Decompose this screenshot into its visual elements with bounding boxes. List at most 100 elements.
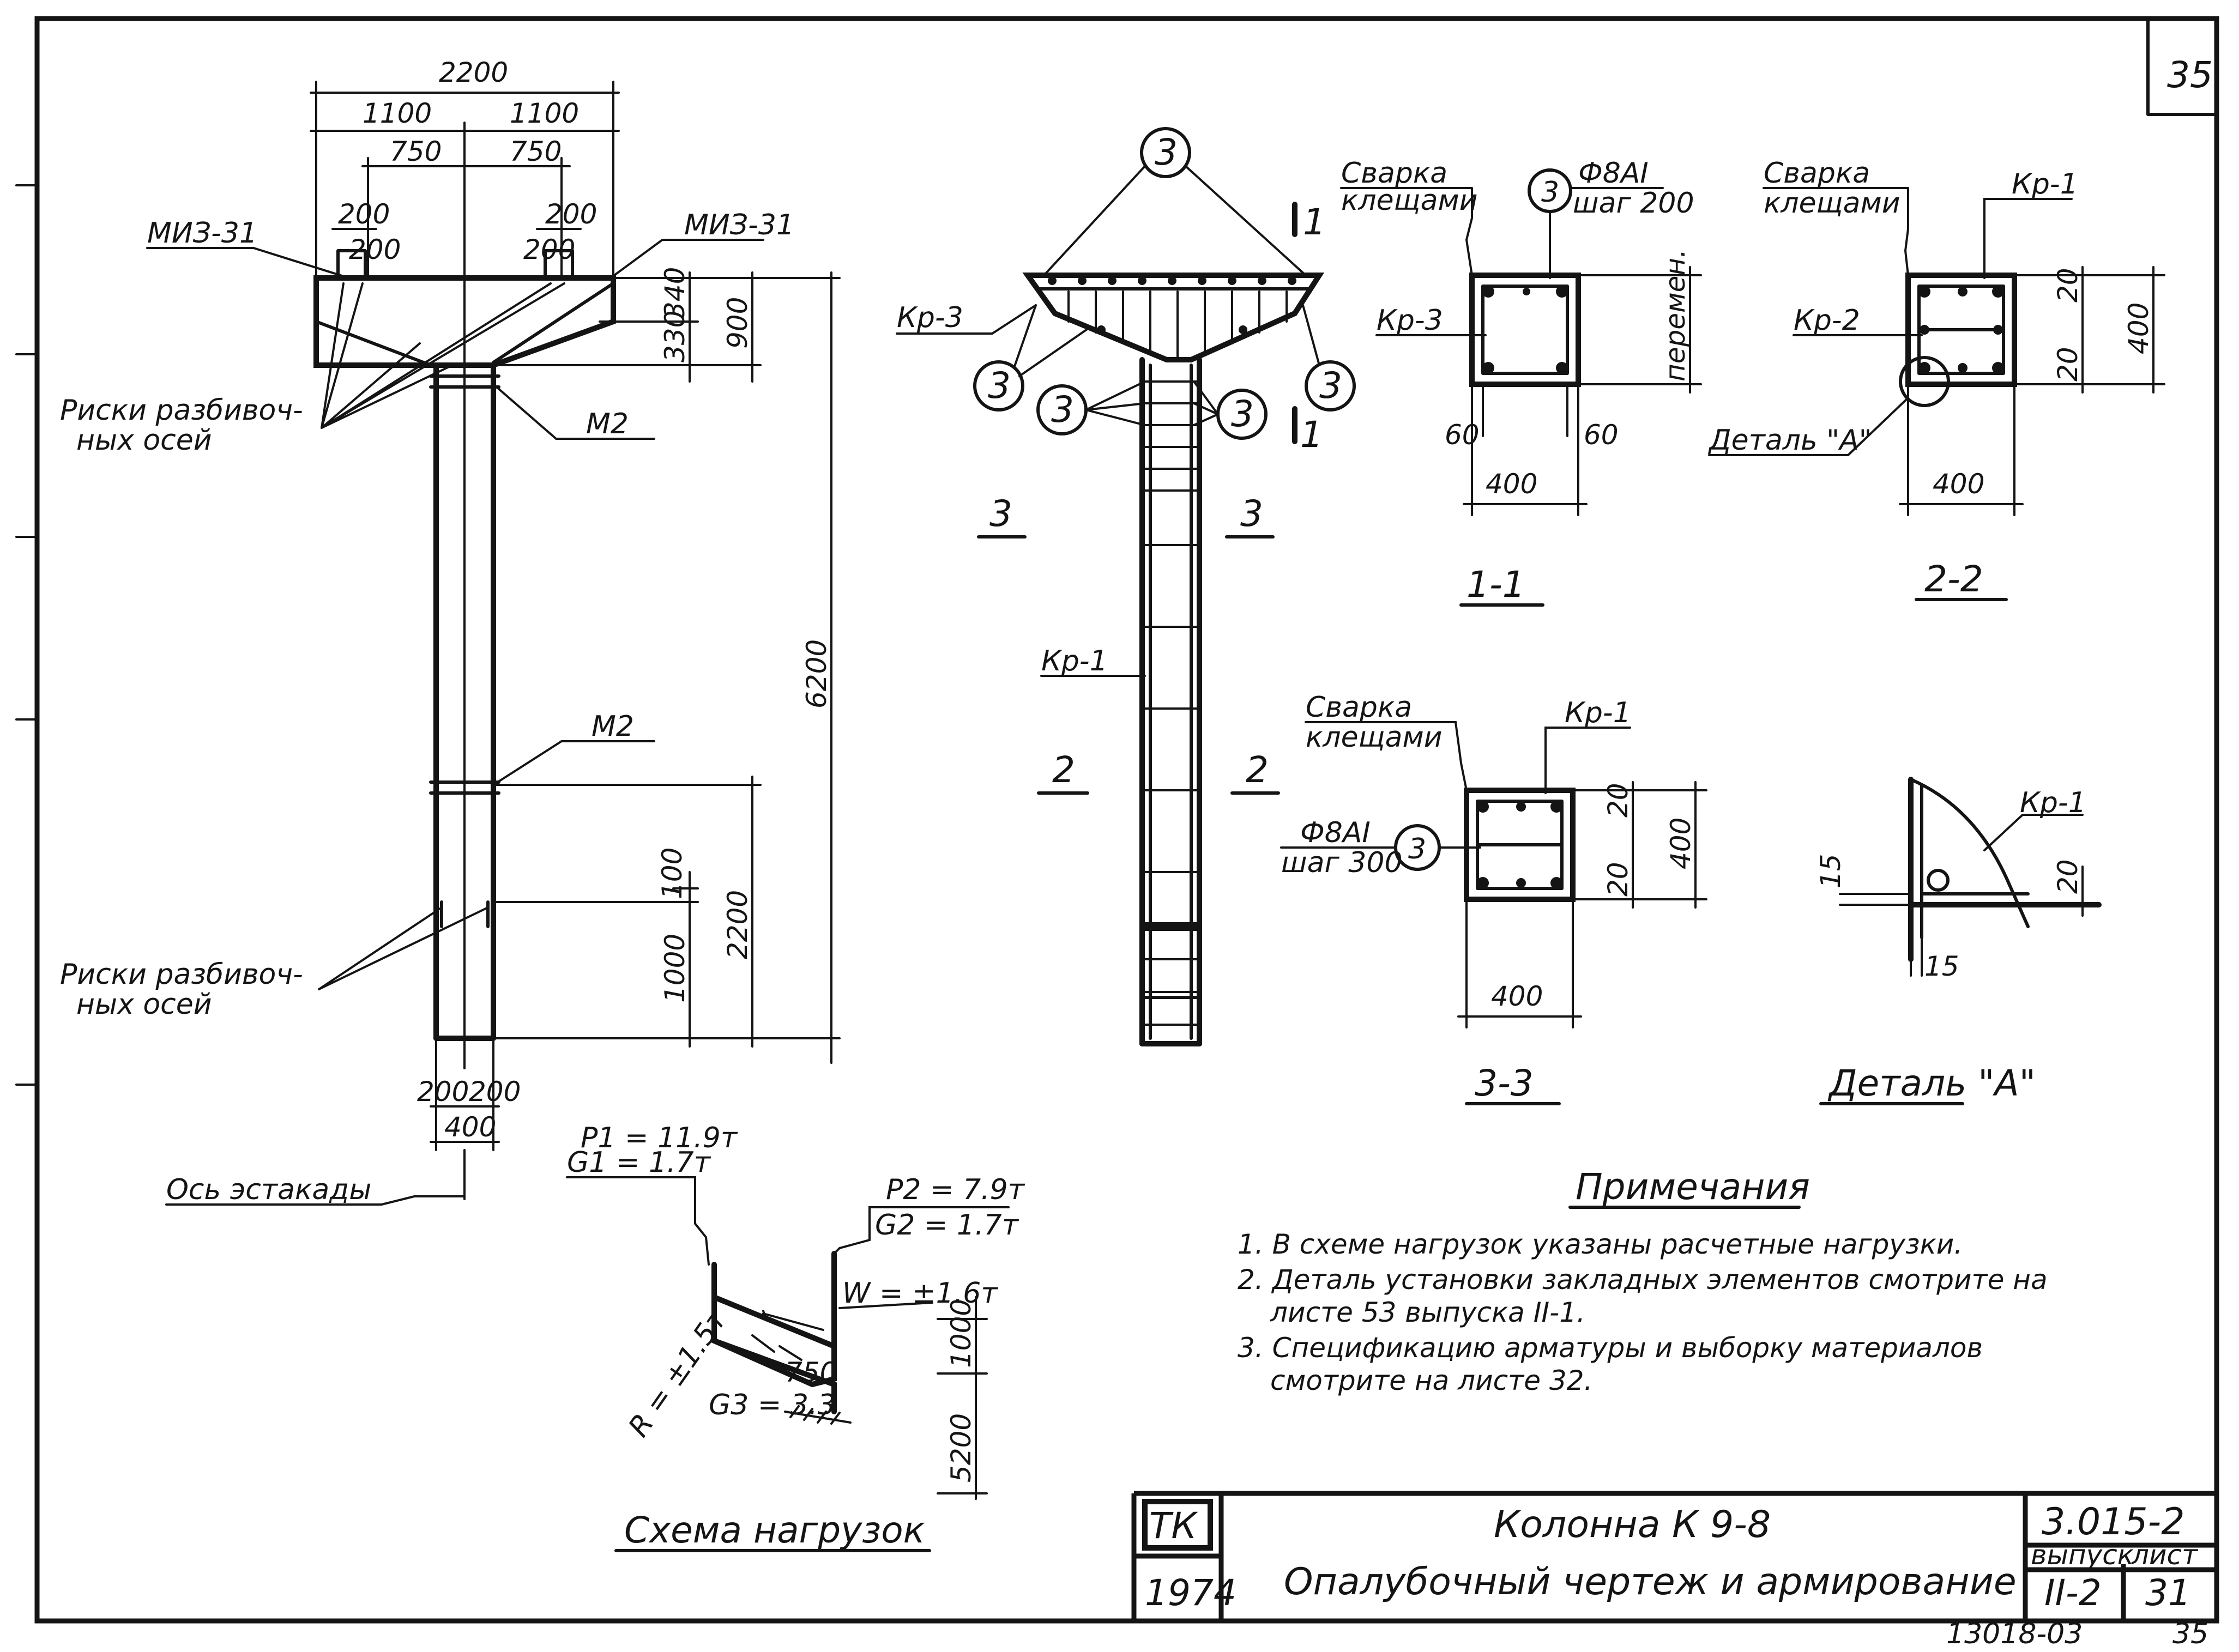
label-miz31-left: МИЗ-31 bbox=[147, 217, 257, 250]
note-3-cont: смотрите на листе 32. bbox=[1270, 1365, 1592, 1396]
dim-200-bl: 200 bbox=[417, 1076, 469, 1108]
s11-bar-1: Ф8АI bbox=[1578, 157, 1649, 190]
s22-kr1: Кр-1 bbox=[2012, 168, 2078, 201]
callout-3-right: 3 bbox=[1319, 365, 1342, 407]
corner-number-box: 35 bbox=[2146, 17, 2218, 116]
section-marks: 3 3 2 2 1 1 bbox=[977, 201, 1326, 795]
detail-title: Деталь "А" bbox=[1827, 1062, 2036, 1104]
sheet-header: лист bbox=[2131, 1539, 2199, 1571]
issue-header: выпуск bbox=[2031, 1539, 2134, 1571]
dim-2200-v: 2200 bbox=[722, 890, 753, 959]
s22-detail-label: Деталь "А" bbox=[1708, 424, 1872, 457]
load-scheme: P1 = 11.9т G1 = 1.7т P2 = 7.9т G2 = 1.7т… bbox=[566, 1122, 1025, 1552]
rebar-callouts: 3 3 3 3 3 bbox=[973, 127, 1356, 440]
detail-dim-15-l: 15 bbox=[1815, 854, 1846, 888]
stamp-org: ТК bbox=[1149, 1505, 1198, 1547]
s22-dim-400-v: 400 bbox=[2123, 302, 2154, 354]
stamp-year: 1974 bbox=[1145, 1572, 1236, 1614]
dim-1000: 1000 bbox=[659, 934, 691, 1003]
s33-kr1: Кр-1 bbox=[1565, 697, 1631, 729]
dim-200-br: 200 bbox=[469, 1076, 521, 1108]
dim-750-right: 750 bbox=[510, 136, 562, 167]
column-elevation: 2200 1100 1100 750 750 200 200 200 200 3… bbox=[60, 57, 841, 1206]
note-2: 2. Деталь установки закладных элементов … bbox=[1238, 1264, 2048, 1296]
load-title: Схема нагрузок bbox=[624, 1509, 925, 1551]
dim-400-b: 400 bbox=[444, 1111, 496, 1143]
notes-title: Примечания bbox=[1576, 1166, 1810, 1208]
archive-number: 13018-03 bbox=[1946, 1618, 2083, 1650]
callout-3-left: 3 bbox=[988, 365, 1011, 407]
callout-3-top: 3 bbox=[1155, 131, 1178, 173]
load-p1: P1 = 11.9т bbox=[581, 1122, 738, 1154]
load-g1: G1 = 1.7т bbox=[567, 1146, 711, 1179]
s11-weld-2: клещами bbox=[1341, 184, 1478, 217]
title-block: ТК 1974 Колонна К 9-8 Опалубочный чертеж… bbox=[1131, 1491, 2217, 1650]
label-m2-mid: М2 bbox=[592, 710, 634, 743]
section-3-left: 3 bbox=[989, 493, 1012, 535]
head-bar-dots bbox=[1048, 276, 1296, 334]
s22-dim-400-h: 400 bbox=[1933, 468, 1984, 500]
s22-dim-20-t: 20 bbox=[2052, 268, 2084, 302]
label-risks-top-1: Риски разбивоч- bbox=[60, 394, 303, 427]
s33-bar-1: Ф8АI bbox=[1300, 816, 1371, 849]
label-kr1: Кр-1 bbox=[1041, 645, 1108, 677]
s33-weld-2: клещами bbox=[1306, 721, 1443, 754]
load-r: R = ±1.5т bbox=[622, 1303, 734, 1443]
notes: Примечания 1. В схеме нагрузок указаны р… bbox=[1238, 1166, 2048, 1396]
s11-callout-3: 3 bbox=[1541, 176, 1559, 209]
s11-weld-1: Сварка bbox=[1341, 157, 1447, 190]
dim-6200: 6200 bbox=[801, 639, 832, 709]
label-axis: Ось эстакады bbox=[166, 1173, 371, 1206]
s22-weld-2: клещами bbox=[1764, 187, 1900, 220]
detail-dim-15-b: 15 bbox=[1924, 951, 1959, 982]
sheet-frame bbox=[15, 16, 2219, 1624]
section-2-left: 2 bbox=[1052, 749, 1075, 791]
s11-dim-60-l: 60 bbox=[1445, 419, 1480, 451]
dim-200-c: 200 bbox=[545, 198, 597, 230]
archive-page: 35 bbox=[2172, 1618, 2208, 1650]
detail-dim-20: 20 bbox=[2052, 859, 2084, 894]
s11-dim-400: 400 bbox=[1486, 468, 1537, 500]
label-miz31-right: МИЗ-31 bbox=[684, 209, 794, 241]
section-3-right: 3 bbox=[1240, 493, 1263, 535]
section-1-bot: 1 bbox=[1300, 414, 1323, 456]
title-line-2: Опалубочный чертеж и армирование bbox=[1284, 1560, 2017, 1603]
s33-dim-400-v: 400 bbox=[1665, 818, 1697, 869]
callout-3-center-left: 3 bbox=[1051, 389, 1074, 431]
s33-weld-1: Сварка bbox=[1306, 691, 1412, 724]
dim-1100-left: 1100 bbox=[363, 98, 432, 129]
dim-330: 330 bbox=[659, 311, 691, 362]
s11-title: 1-1 bbox=[1466, 564, 1525, 606]
section-2-right: 2 bbox=[1246, 749, 1269, 791]
dim-200-a: 200 bbox=[338, 198, 390, 230]
dim-right: 340 330 900 6200 100 1000 2200 bbox=[492, 267, 841, 1064]
section-3-3: Сварка клещами Кр-1 Ф8АI шаг 300 3 20 20… bbox=[1280, 691, 1707, 1105]
series-code: 3.015-2 bbox=[2042, 1500, 2184, 1544]
s11-dim-60-r: 60 bbox=[1584, 419, 1619, 451]
s33-dim-20-b: 20 bbox=[1602, 862, 1634, 897]
load-p2: P2 = 7.9т bbox=[886, 1173, 1025, 1206]
load-g2: G2 = 1.7т bbox=[875, 1209, 1019, 1242]
dim-340: 340 bbox=[659, 267, 691, 319]
note-1: 1. В схеме нагрузок указаны расчетные на… bbox=[1238, 1229, 1963, 1260]
s22-title: 2-2 bbox=[1924, 558, 1983, 600]
label-m2-top: М2 bbox=[586, 408, 629, 440]
section-1-top: 1 bbox=[1303, 201, 1326, 243]
label-risks-bot-2: ных осей bbox=[76, 988, 212, 1021]
load-dim-1000: 1000 bbox=[945, 1299, 977, 1368]
rebar-elevation: 3 3 3 3 3 Кр-3 Кр-1 3 3 2 2 bbox=[896, 127, 1356, 1046]
dim-2200: 2200 bbox=[439, 57, 508, 88]
s11-bar-2: шаг 200 bbox=[1573, 187, 1694, 220]
dim-top: 2200 1100 1100 750 750 200 200 200 200 bbox=[310, 57, 620, 1069]
s11-kr3: Кр-3 bbox=[1377, 304, 1443, 337]
dim-200-b: 200 bbox=[349, 234, 401, 265]
dim-100: 100 bbox=[656, 848, 688, 899]
dim-200-d: 200 bbox=[523, 234, 575, 265]
load-g3: G3 = 3.3 bbox=[709, 1389, 836, 1421]
section-1-1: Сварка клещами 3 Ф8АI шаг 200 Кр-3 перем… bbox=[1340, 157, 1702, 607]
corner-number: 35 bbox=[2167, 54, 2213, 96]
title-line-1: Колонна К 9-8 bbox=[1494, 1503, 1771, 1546]
label-kr3: Кр-3 bbox=[897, 301, 963, 334]
dim-1100-right: 1100 bbox=[510, 98, 579, 129]
